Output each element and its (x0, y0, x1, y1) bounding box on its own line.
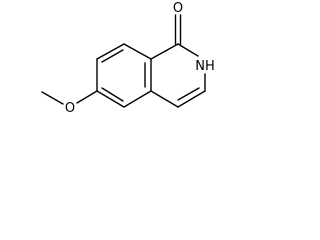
double-bond-inner-c6-c5 (101, 87, 124, 102)
bond-c6-c5 (96, 90, 125, 108)
bond-c5-c4a (123, 90, 152, 108)
bond-c8-c7 (96, 43, 125, 60)
methoxy-oxygen-label: O (65, 101, 75, 116)
bond-o-ch3 (41, 91, 64, 105)
bond-c8a-c1 (150, 43, 179, 60)
bond-c6-o (76, 90, 98, 104)
bond-c8a-c8 (123, 43, 152, 60)
bond-c3-c4 (177, 90, 206, 108)
carbonyl-oxygen-label: O (173, 1, 183, 16)
pyridinone-ring (150, 43, 206, 108)
bond-c1-n2 (177, 43, 199, 57)
double-bond-inner-c3-c4 (177, 87, 200, 101)
carbonyl-group: O (173, 1, 183, 45)
bond-c4-c4a (150, 90, 179, 108)
benzene-ring (96, 43, 152, 108)
chemical-structure-diagram: O NH O (41, 1, 215, 116)
nitrogen-label: NH (195, 59, 215, 74)
double-bond-inner-c8-c7 (101, 49, 124, 63)
methoxy-group: O (41, 90, 98, 116)
